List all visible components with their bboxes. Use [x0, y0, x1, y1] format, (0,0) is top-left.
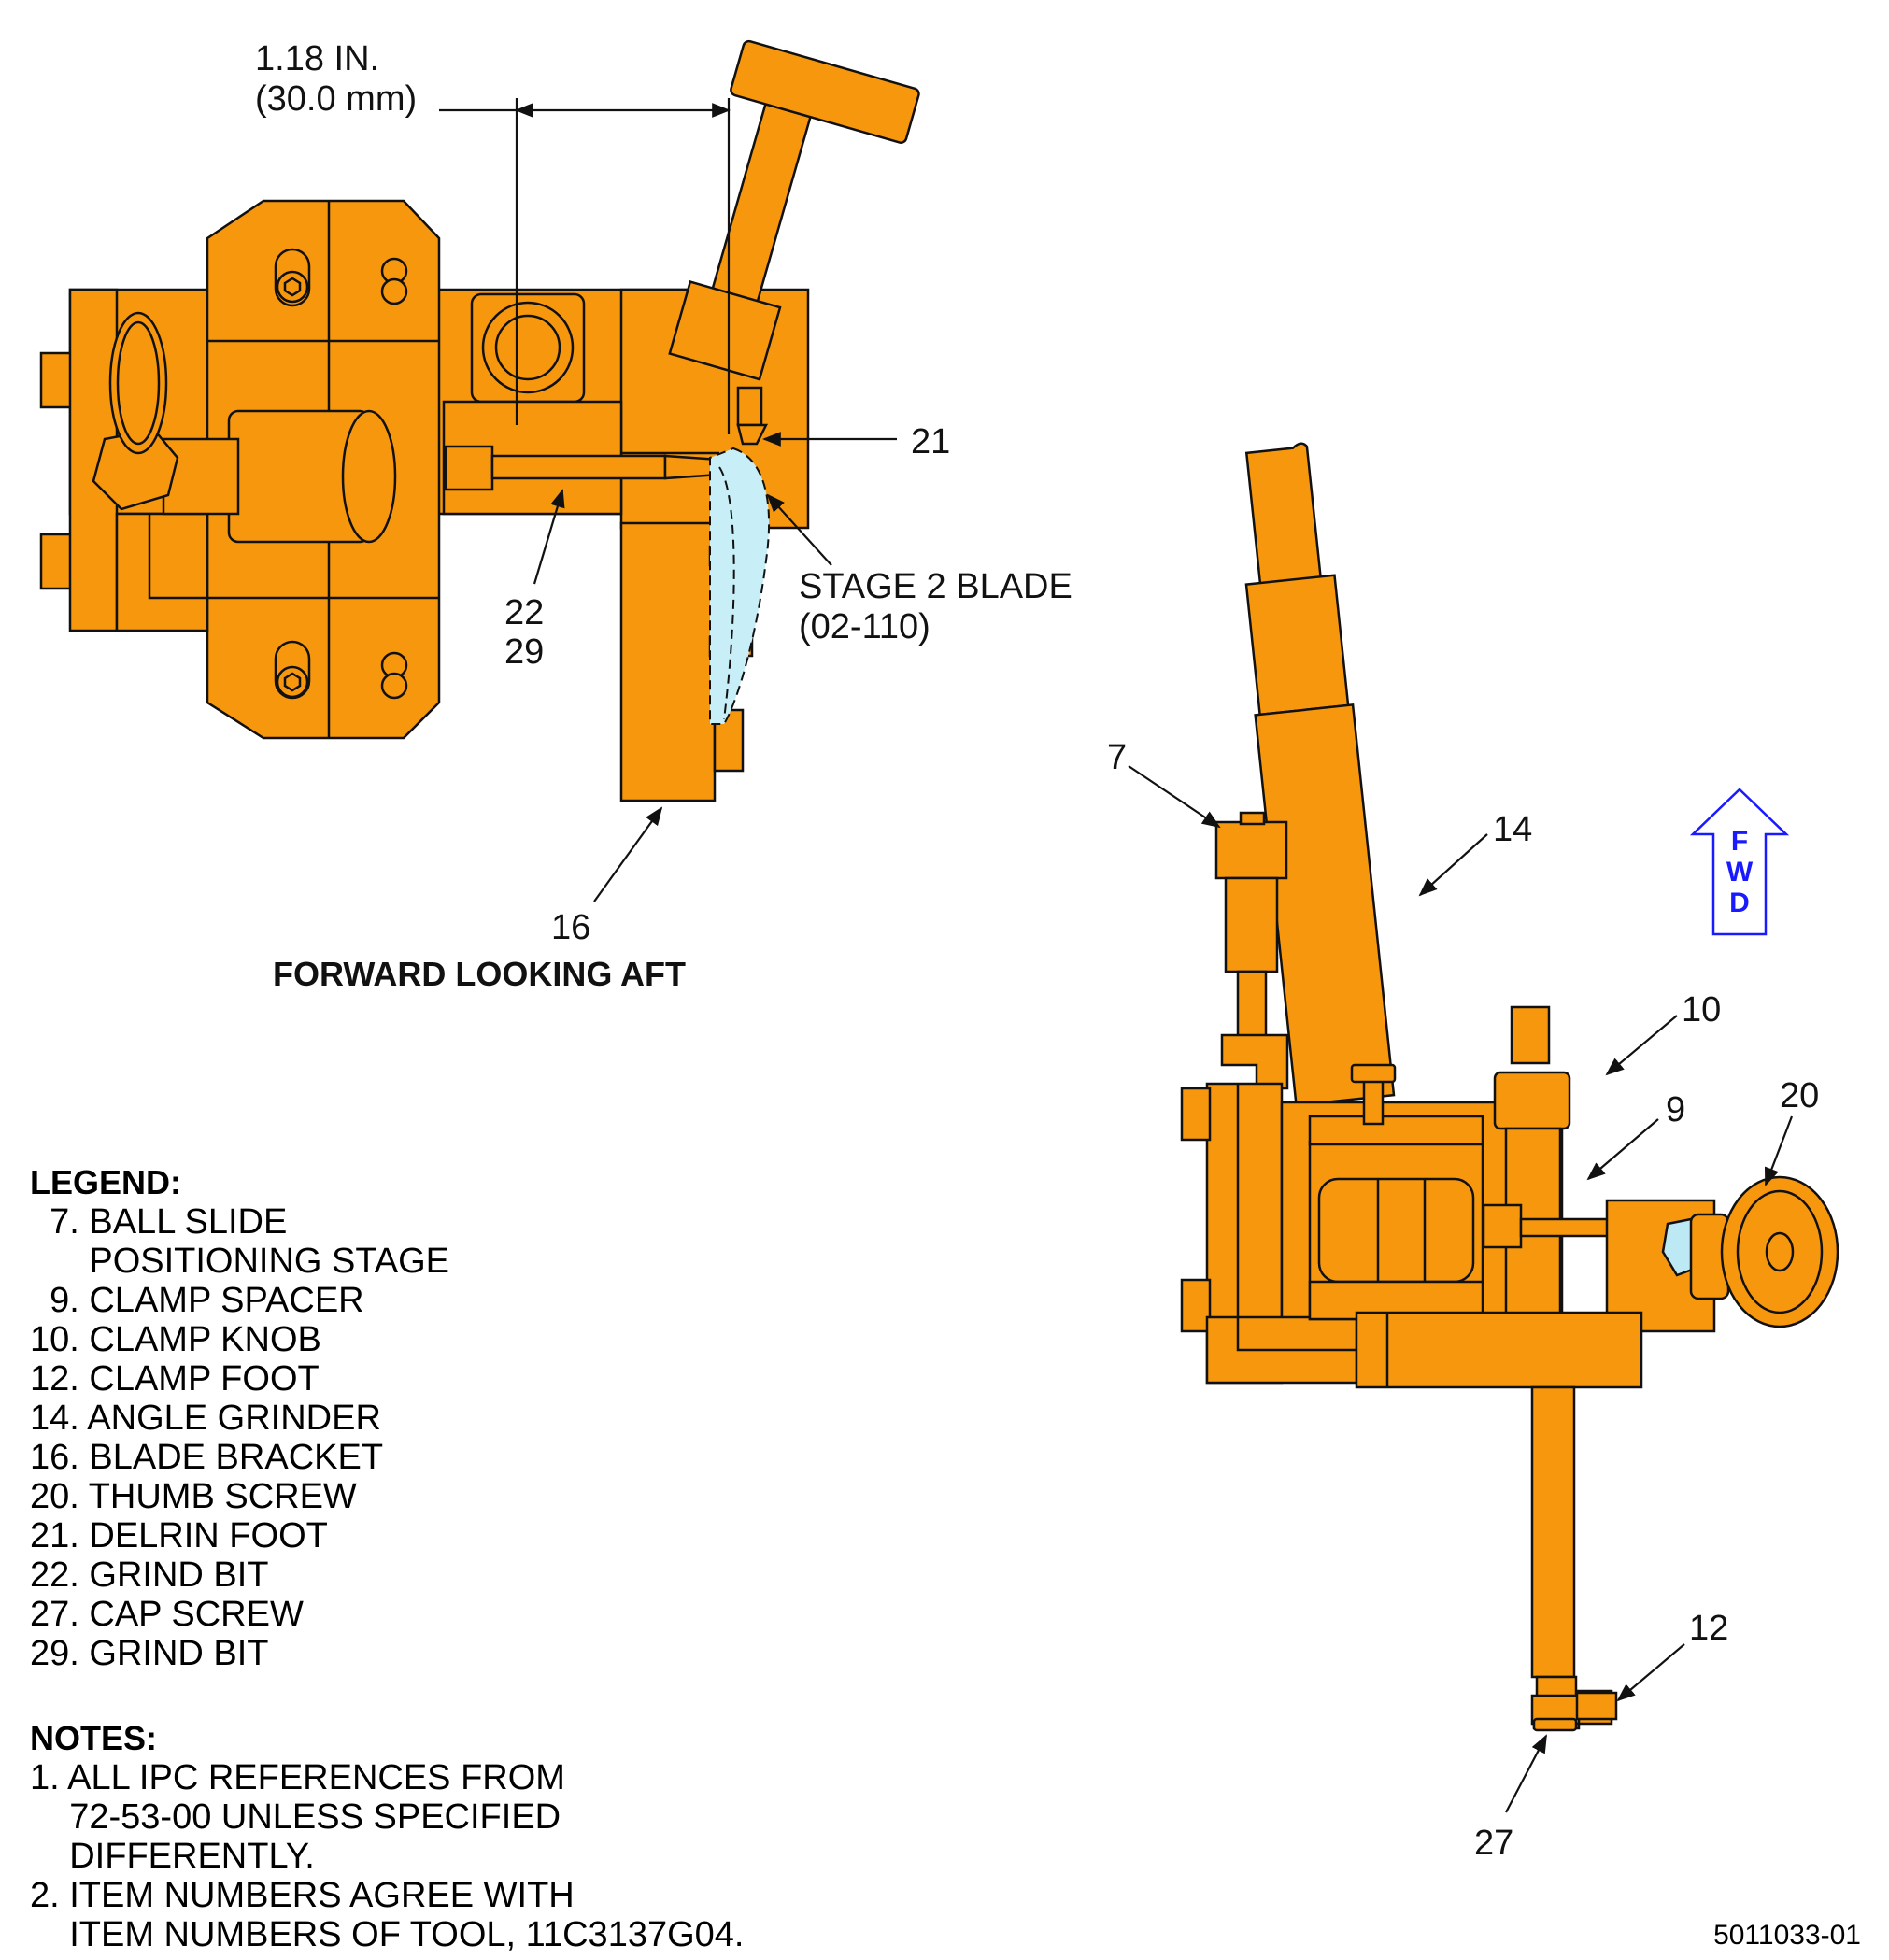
socket-head-bolt-top: [274, 248, 311, 307]
stage-2-blade: [709, 447, 771, 725]
callout-7: 7: [1107, 738, 1127, 777]
callout-12: 12: [1689, 1609, 1728, 1648]
legend-item: 29. GRIND BIT: [30, 1634, 269, 1673]
notes: NOTES: 1. ALL IPC REFERENCES FROM 72-53-…: [30, 1719, 744, 1954]
legend-item: 22. GRIND BIT: [30, 1555, 269, 1595]
legend-item: 7. BALL SLIDE: [30, 1202, 288, 1242]
legend-item: 27. CAP SCREW: [30, 1595, 304, 1634]
legend-item: 20. THUMB SCREW: [30, 1477, 357, 1516]
legend-title: LEGEND:: [30, 1163, 181, 1201]
callout-20: 20: [1780, 1076, 1819, 1115]
notes-title: NOTES:: [30, 1719, 158, 1757]
legend-item: 12. CLAMP FOOT: [30, 1359, 320, 1399]
legend-item: 21. DELRIN FOOT: [30, 1516, 328, 1555]
fwd-direction-arrow: F W D: [1689, 788, 1790, 936]
legend-item: 14. ANGLE GRINDER: [30, 1399, 381, 1438]
socket-head-bolt-bottom: [274, 640, 311, 700]
callout-29: 29: [504, 632, 544, 672]
note-line: 72-53-00 UNLESS SPECIFIED: [30, 1797, 561, 1837]
callout-16: 16: [551, 908, 590, 947]
legend: LEGEND: 7. BALL SLIDE POSITIONING STAGE …: [30, 1163, 449, 1673]
dimension-mm: (30.0 mm): [255, 79, 417, 119]
legend-item: 16. BLADE BRACKET: [30, 1438, 384, 1477]
note-line: 1. ALL IPC REFERENCES FROM: [30, 1758, 565, 1797]
fwd-letter-f: F: [1731, 826, 1748, 857]
callout-22: 22: [504, 593, 544, 632]
callout-9: 9: [1666, 1090, 1685, 1129]
callout-blade-number: (02-110): [799, 607, 930, 646]
callout-27: 27: [1474, 1824, 1513, 1863]
note-line: 2. ITEM NUMBERS AGREE WITH: [30, 1876, 575, 1915]
note-line: ITEM NUMBERS OF TOOL, 11C3137G04.: [30, 1915, 745, 1954]
legend-item: 10. CLAMP KNOB: [30, 1320, 321, 1359]
dimension-inches: 1.18 IN.: [255, 39, 379, 78]
callout-21: 21: [911, 422, 950, 462]
side-assembly-view: 7 14 10 9 20 12 27: [1107, 442, 1839, 1863]
forward-looking-aft-view: 1.18 IN. (30.0 mm) 21 STAGE 2 BLADE (02-…: [39, 39, 1072, 993]
document-number: 5011033-01: [1713, 1920, 1861, 1951]
view-title: FORWARD LOOKING AFT: [273, 955, 686, 993]
legend-item: POSITIONING STAGE: [30, 1242, 450, 1281]
callout-14: 14: [1493, 810, 1532, 849]
callout-10: 10: [1682, 990, 1721, 1030]
legend-item: 9. CLAMP SPACER: [30, 1281, 364, 1320]
fwd-letter-d: D: [1729, 888, 1750, 918]
note-line: DIFFERENTLY.: [30, 1837, 315, 1876]
fwd-letter-w: W: [1726, 857, 1754, 888]
callout-stage-2-blade: STAGE 2 BLADE: [799, 567, 1072, 606]
